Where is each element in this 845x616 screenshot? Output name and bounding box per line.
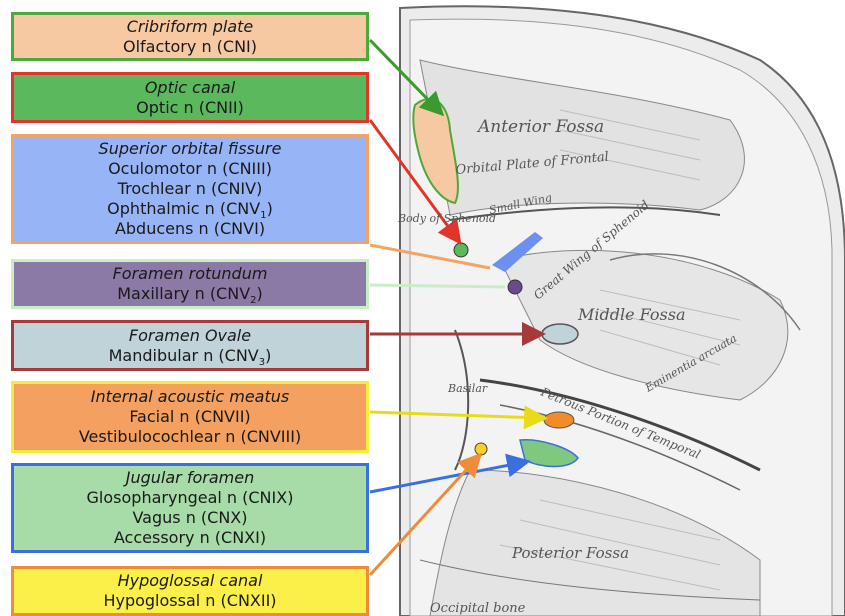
box-line: Trochlear n (CNIV) bbox=[118, 179, 263, 199]
box-title: Foramen Ovale bbox=[129, 326, 251, 346]
box-title: Jugular foramen bbox=[126, 468, 254, 488]
label-middle-fossa: Middle Fossa bbox=[577, 305, 685, 324]
box-line: Hypoglossal n (CNXII) bbox=[103, 591, 276, 611]
box-line: Olfactory n (CNI) bbox=[123, 37, 257, 57]
label-anterior-fossa: Anterior Fossa bbox=[476, 117, 604, 137]
box-jugular-foramen: Jugular foramen Glosopharyngeal n (CNIX)… bbox=[11, 463, 369, 553]
box-line: Vestibulocochlear n (CNVIII) bbox=[79, 427, 301, 447]
foramen-ovale-marker bbox=[542, 324, 578, 344]
box-optic-canal: Optic canal Optic n (CNII) bbox=[11, 72, 369, 123]
optic-canal-marker bbox=[454, 243, 468, 257]
label-posterior-fossa: Posterior Fossa bbox=[511, 544, 629, 562]
box-title: Optic canal bbox=[145, 78, 235, 98]
box-title: Hypoglossal canal bbox=[118, 571, 263, 591]
box-title: Internal acoustic meatus bbox=[91, 387, 289, 407]
box-line: Glosopharyngeal n (CNIX) bbox=[87, 488, 294, 508]
box-line: Vagus n (CNX) bbox=[132, 508, 247, 528]
box-internal-acoustic-meatus: Internal acoustic meatus Facial n (CNVII… bbox=[11, 381, 369, 453]
box-cribriform-plate: Cribriform plate Olfactory n (CNI) bbox=[11, 12, 369, 61]
label-basilar: Basilar bbox=[447, 382, 488, 395]
box-foramen-rotundum: Foramen rotundum Maxillary n (CNV2) bbox=[11, 259, 369, 309]
box-line: Mandibular n (CNV3) bbox=[109, 346, 272, 366]
box-line: Maxillary n (CNV2) bbox=[117, 284, 263, 304]
hypoglossal-canal-marker bbox=[475, 443, 487, 455]
box-line: Abducens n (CNVI) bbox=[115, 219, 265, 239]
box-title: Superior orbital fissure bbox=[99, 139, 282, 159]
box-line: Ophthalmic n (CNV1) bbox=[107, 199, 273, 219]
box-hypoglossal-canal: Hypoglossal canal Hypoglossal n (CNXII) bbox=[11, 566, 369, 616]
box-line: Facial n (CNVII) bbox=[129, 407, 250, 427]
box-line: Accessory n (CNXI) bbox=[114, 528, 266, 548]
box-foramen-ovale: Foramen Ovale Mandibular n (CNV3) bbox=[11, 320, 369, 371]
foramen-rotundum-marker bbox=[508, 280, 522, 294]
box-line: Oculomotor n (CNIII) bbox=[108, 159, 272, 179]
box-line: Optic n (CNII) bbox=[136, 98, 244, 118]
internal-acoustic-meatus-marker bbox=[544, 412, 574, 428]
box-title: Foramen rotundum bbox=[113, 264, 268, 284]
label-body-sphenoid: Body of Sphenoid bbox=[397, 212, 496, 225]
box-superior-orbital-fissure: Superior orbital fissure Oculomotor n (C… bbox=[11, 134, 369, 244]
label-occipital-bone: Occipital bone bbox=[430, 601, 526, 616]
arrow-rotundum bbox=[370, 285, 505, 287]
box-title: Cribriform plate bbox=[127, 17, 254, 37]
